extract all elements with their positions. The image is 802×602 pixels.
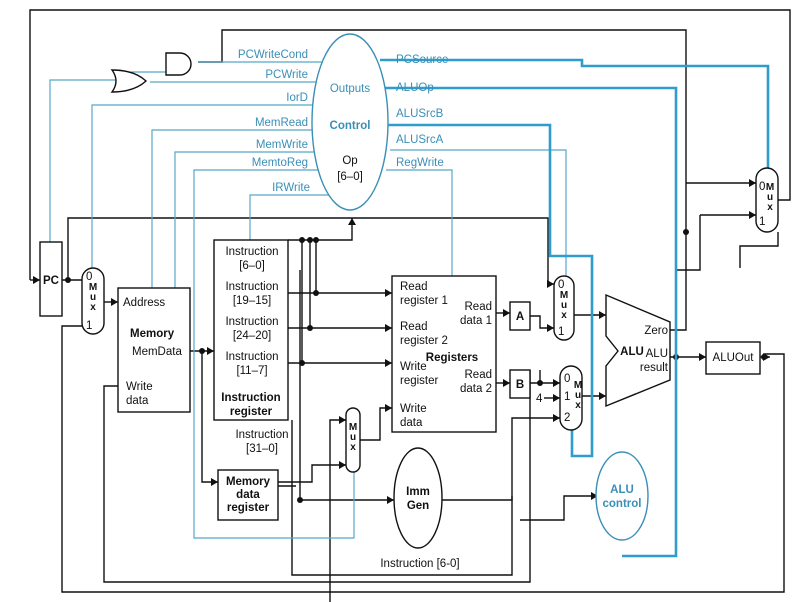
control-signal-pcwrite: PCWrite [265,69,308,81]
register-a-label: A [516,311,524,323]
control-unit [311,33,389,211]
control-op-bits: [6–0] [337,171,363,183]
ir-field-2: Instruction[24–20] [225,316,278,342]
instruction-register [213,239,289,421]
pc-source-mux-in0: 0 [759,181,765,193]
pc-register [39,241,63,317]
pc-label: PC [43,275,59,287]
arrowheads [33,179,770,504]
write-data-mux [345,407,361,473]
ir-field-3: Instruction[11–7] [225,351,278,377]
memory-memdata-label: MemData [132,346,182,358]
immgen-caption: Instruction [6-0] [380,558,459,570]
register-file [391,275,497,433]
pc-address-mux [81,267,105,335]
memory-data-label: data [126,395,149,407]
aluout-label: ALUOut [713,352,755,364]
control-signal-regwrite: RegWrite [396,157,444,169]
memory-title: Memory [130,328,175,340]
pc-source-mux-in1: 1 [759,216,765,228]
control-signal-irwrite: IRWrite [272,182,310,194]
and-gate [165,52,192,76]
control-title: Control [330,120,371,132]
pc-address-mux-in0: 0 [86,271,92,283]
datapath-wires [29,9,791,602]
control-signal-pcsource: PCSource [396,54,448,66]
register-a [509,301,531,331]
control-wires [49,58,770,558]
alu-src-a-mux [553,275,575,341]
alu-title: ALU [620,346,644,358]
registers-title: Registers [426,352,478,364]
control-op-label: Op [342,155,357,167]
memory-block [117,287,191,413]
control-signal-aluop: ALUOp [396,82,434,94]
alu-src-b-mux-in2: 2 [564,412,570,424]
ir-field-1: Instruction[19–15] [225,281,278,307]
constant-four-label: 4 [536,393,543,405]
alu-src-a-mux-in0: 0 [558,279,564,291]
control-outputs-label: Outputs [330,83,371,95]
alu-control-unit [595,451,649,541]
pc-source-mux [755,167,779,233]
ir-field-labels: Instruction[6–0] Instruction[19–15] Instru… [225,246,278,377]
alu-src-b-mux-in1: 1 [564,391,570,403]
register-b-label: B [516,379,524,391]
register-b [509,369,531,399]
alu-zero-label: Zero [644,325,668,337]
ir-field-0: Instruction[6–0] [225,246,278,272]
imm-gen [393,447,443,549]
memory-address-label: Address [123,297,165,309]
control-signal-memread: MemRead [255,117,308,129]
alu-src-a-mux-in1: 1 [558,326,564,338]
control-signal-alusrcb: ALUSrcB [396,108,444,120]
alu-src-b-mux-in0: 0 [564,373,570,385]
aluout-register [705,341,761,375]
control-signal-memwrite: MemWrite [256,139,308,151]
memory-data-register [217,469,279,521]
control-signal-alusrca: ALUSrcA [396,134,444,146]
control-signal-memtoreg: MemtoReg [252,157,308,169]
or-gate [110,69,148,93]
memory-write-label: Write [126,381,153,393]
control-signal-iord: IorD [286,92,308,104]
pc-address-mux-in1: 1 [86,320,92,332]
ir-bottom-label: Instruction[31–0] [235,429,288,455]
alu-src-b-mux [559,365,583,431]
alu-block [605,293,671,408]
control-signal-pcwritecond: PCWriteCond [238,49,308,61]
